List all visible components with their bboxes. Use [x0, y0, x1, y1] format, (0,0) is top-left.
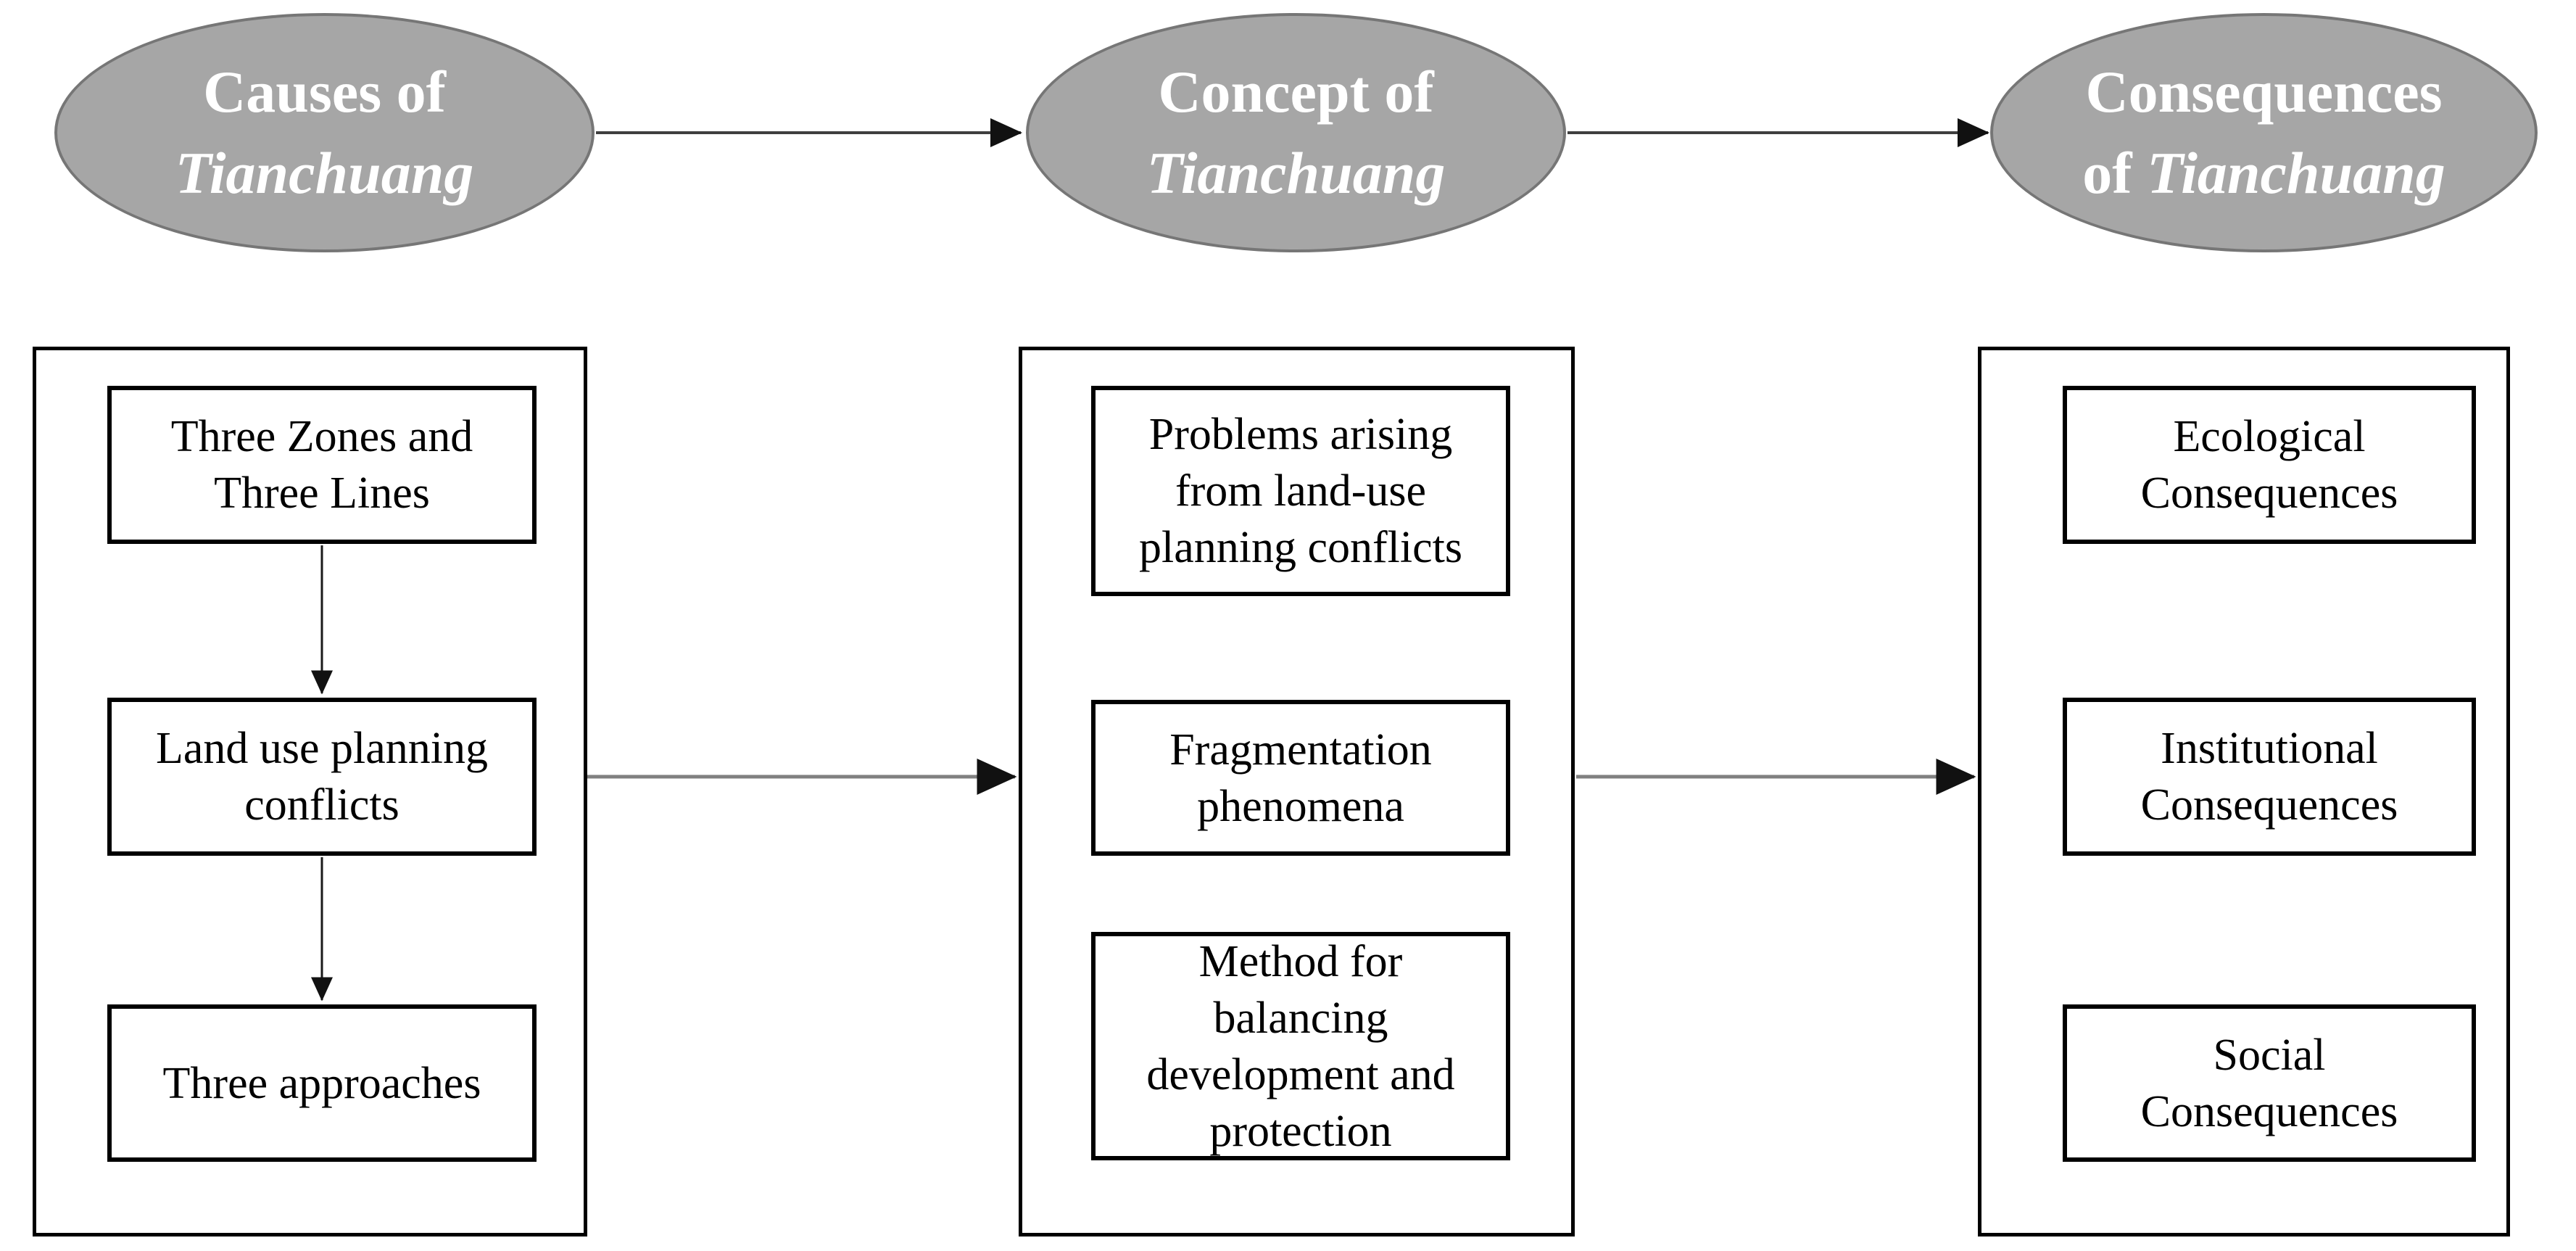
ellipse-causes-line1: Causes of: [203, 59, 446, 125]
box-line: protection: [1209, 1106, 1392, 1156]
ellipse-consequences: Consequences of Tianchuang: [1990, 13, 2538, 252]
ellipse-consequences-line2: of Tianchuang: [2082, 133, 2445, 214]
box-line: development and: [1146, 1049, 1455, 1099]
box-line: Three Zones and: [170, 412, 473, 461]
ellipse-concept-line2: Tianchuang: [1147, 133, 1446, 214]
ellipse-concept-line1: Concept of: [1158, 59, 1434, 125]
box-line: Consequences: [2140, 780, 2398, 830]
ellipse-consequences-line1: Consequences: [2085, 59, 2443, 125]
box-three-approaches: Three approaches: [107, 1004, 537, 1162]
box-line: planning conflicts: [1139, 523, 1462, 572]
ellipse-causes-line2: Tianchuang: [175, 133, 474, 214]
box-land-use-planning-conflicts: Land use planning conflicts: [107, 698, 537, 856]
box-line: conflicts: [244, 780, 399, 830]
box-line: Consequences: [2140, 468, 2398, 518]
box-line: Three approaches: [162, 1058, 481, 1108]
box-line: Social: [2213, 1030, 2326, 1080]
ellipse-concept-line2-italic: Tianchuang: [1146, 140, 1446, 206]
ellipse-causes-line2-italic: Tianchuang: [175, 140, 474, 206]
box-line: Problems arising: [1148, 410, 1453, 459]
box-line: Three Lines: [214, 468, 430, 518]
box-line: phenomena: [1197, 781, 1404, 831]
box-fragmentation-phenomena: Fragmentation phenomena: [1091, 700, 1510, 856]
box-institutional-consequences: Institutional Consequences: [2063, 698, 2476, 856]
box-method-balancing: Method for balancing development and pro…: [1091, 932, 1510, 1160]
box-line: Method for: [1198, 936, 1403, 986]
box-ecological-consequences: Ecological Consequences: [2063, 386, 2476, 544]
panel-consequences: Ecological Consequences Institutional Co…: [1978, 347, 2510, 1236]
ellipse-consequences-line2-italic: Tianchuang: [2147, 140, 2445, 206]
box-problems-arising: Problems arising from land-use planning …: [1091, 386, 1510, 596]
panel-causes: Three Zones and Three Lines Land use pla…: [33, 347, 587, 1236]
box-three-zones-and-three-lines: Three Zones and Three Lines: [107, 386, 537, 544]
box-line: balancing: [1213, 993, 1388, 1043]
box-line: Land use planning: [155, 724, 488, 773]
panel-concept: Problems arising from land-use planning …: [1019, 347, 1575, 1236]
box-line: Fragmentation: [1169, 724, 1432, 775]
ellipse-causes: Causes of Tianchuang: [54, 13, 595, 252]
box-line: from land-use: [1175, 466, 1427, 516]
box-line: Consequences: [2140, 1086, 2398, 1136]
box-line: Institutional: [2161, 724, 2378, 773]
ellipse-concept: Concept of Tianchuang: [1026, 13, 1566, 252]
box-social-consequences: Social Consequences: [2063, 1004, 2476, 1162]
box-line: Ecological: [2173, 412, 2366, 461]
ellipse-consequences-line2-prefix: of: [2082, 140, 2148, 206]
